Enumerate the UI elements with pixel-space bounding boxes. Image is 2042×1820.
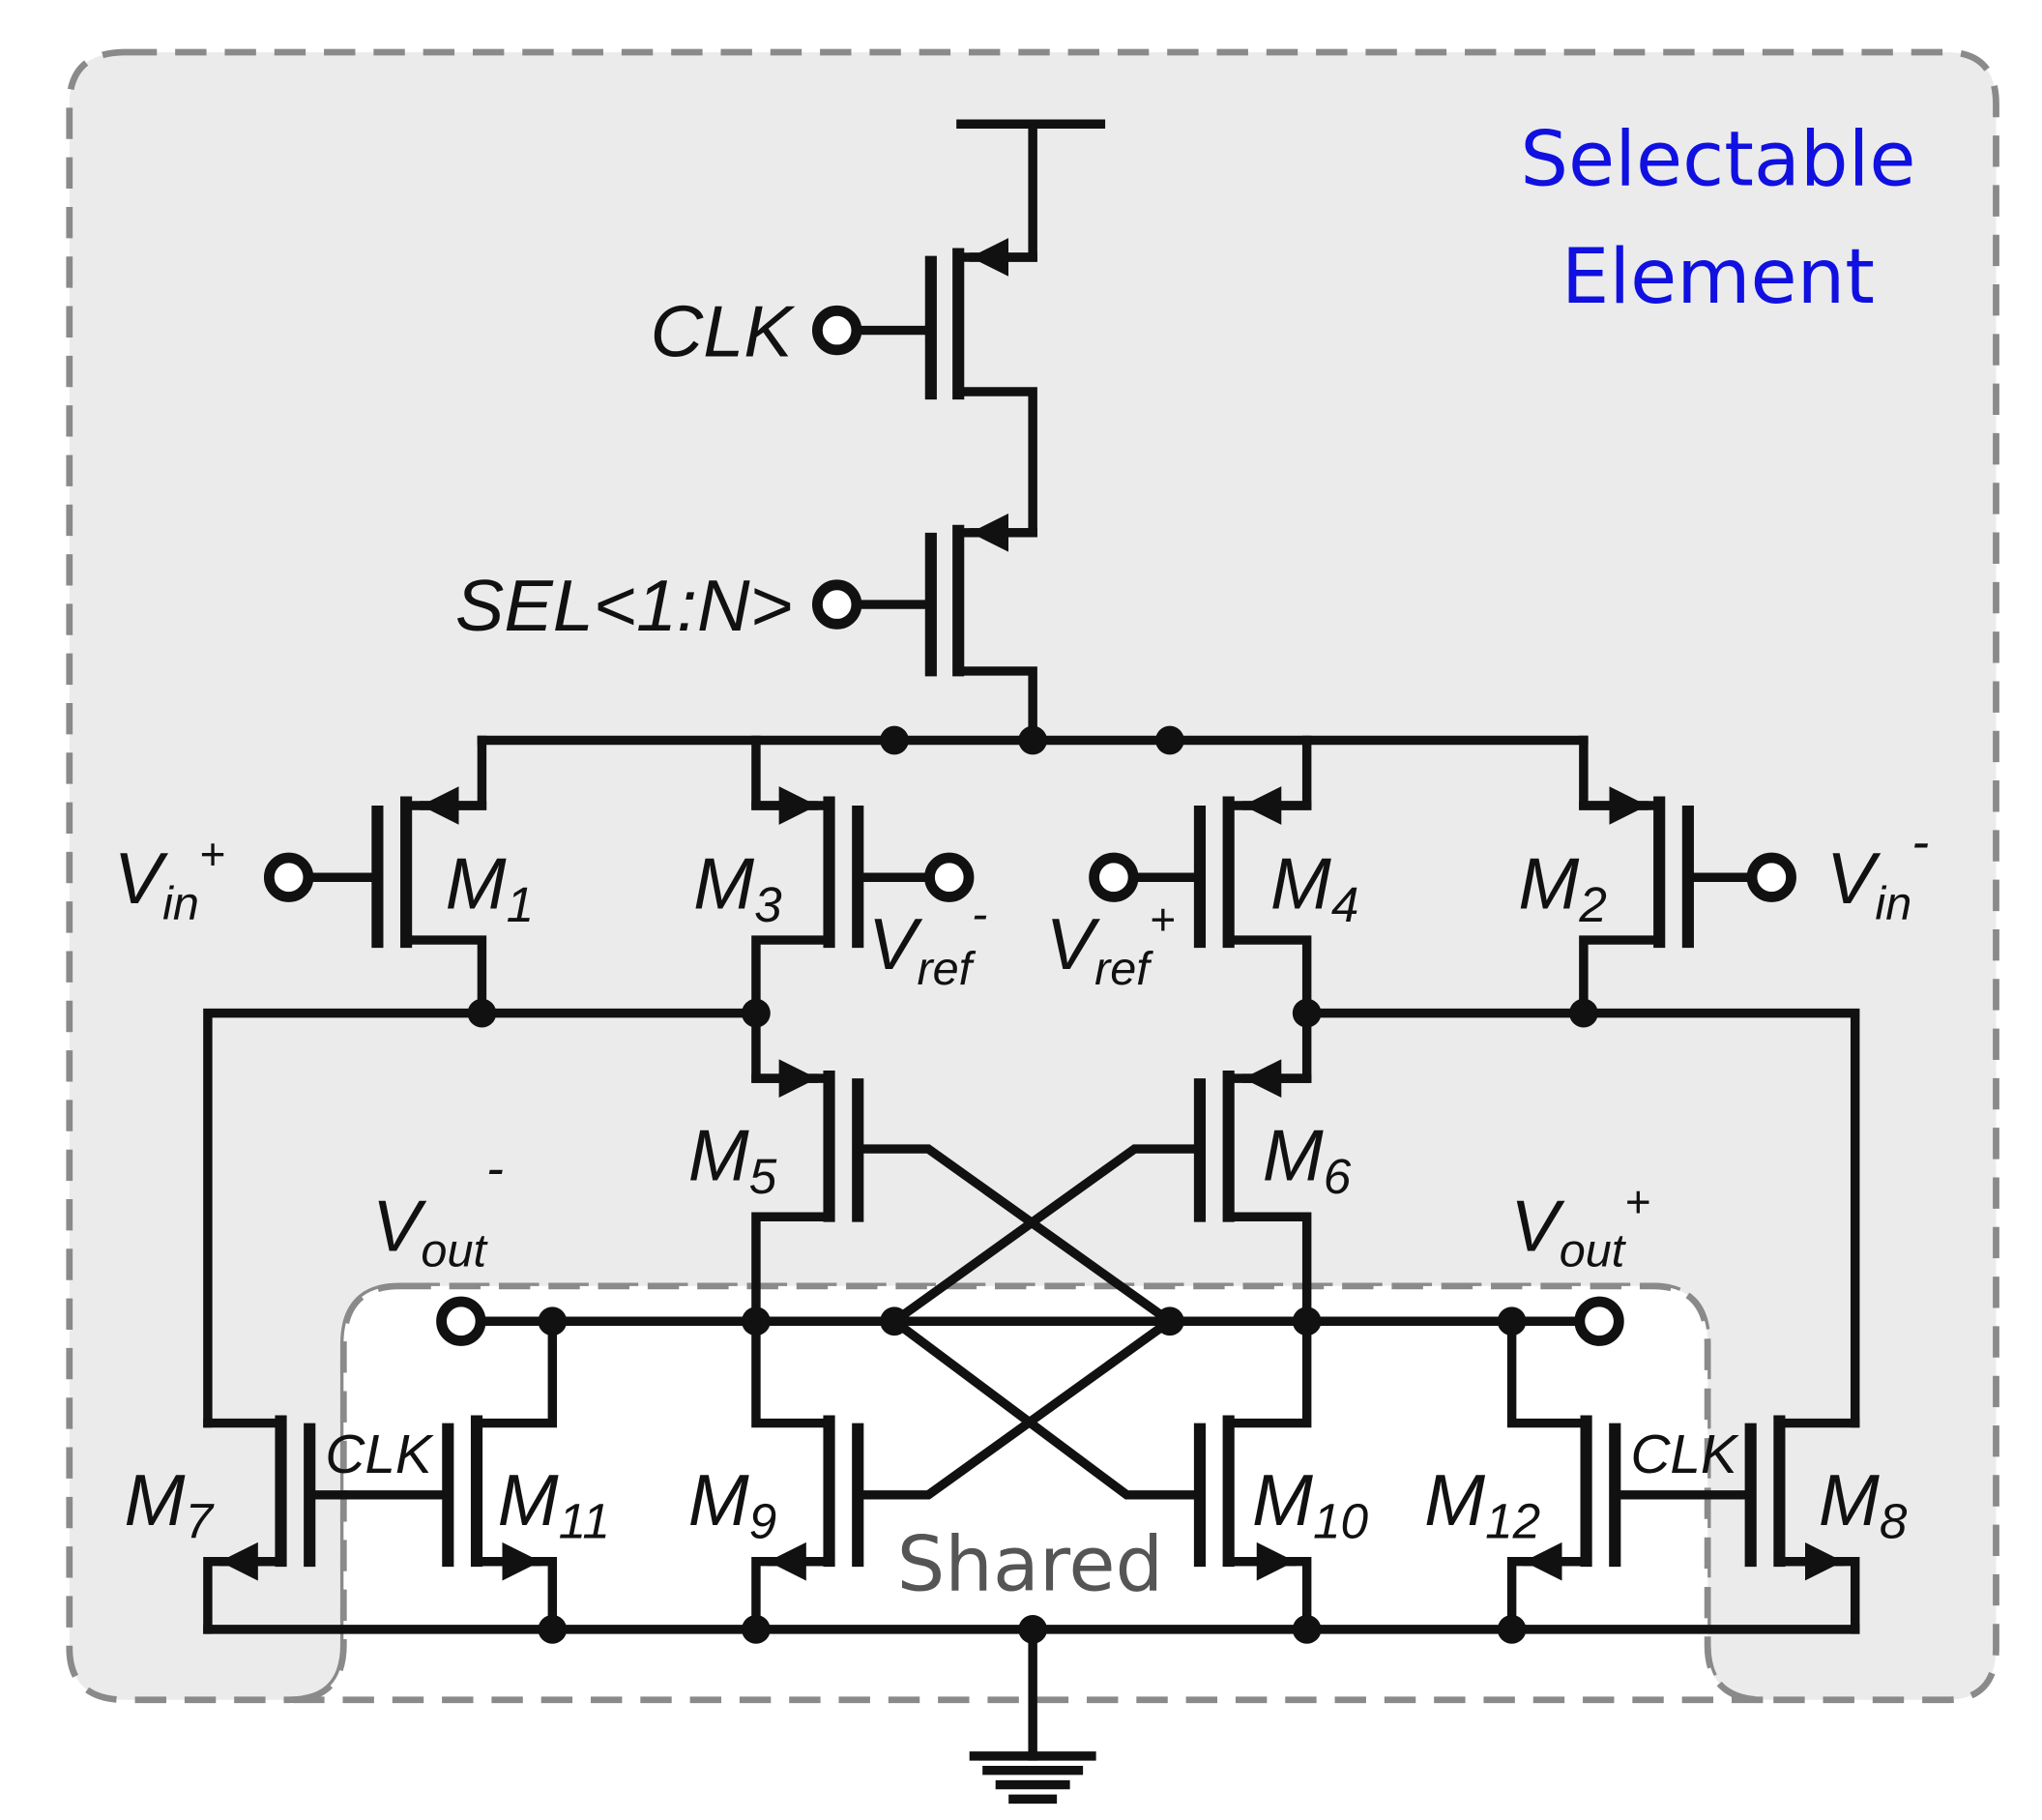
m7-label: M7 [125, 1460, 216, 1549]
m3-label: M3 [693, 844, 782, 933]
transistor-m5 [751, 1008, 1177, 1328]
transistor-m11 [442, 1316, 558, 1634]
transistor-m6 [888, 1008, 1312, 1328]
source-rail [477, 725, 1589, 755]
m1-label: M1 [446, 844, 535, 933]
m10-label: M10 [1252, 1460, 1369, 1549]
ground-rail [203, 1615, 1860, 1761]
m4-label: M4 [1270, 844, 1359, 933]
clk-label-left: CLK [325, 1424, 433, 1485]
transistor-m7 [203, 1415, 453, 1634]
sel-label: SEL<1:N> [455, 566, 793, 647]
m11-label: M11 [498, 1460, 610, 1549]
transistor-m2 [1579, 735, 1796, 1018]
vin-pos-label: Vin+ [114, 829, 225, 929]
selectable-element-label-line1: Selectable [1520, 116, 1915, 204]
m9-label: M9 [688, 1460, 777, 1549]
shared-region [288, 1282, 1765, 1704]
m5-label: M5 [688, 1115, 777, 1204]
transistor-m9 [751, 1314, 1177, 1634]
clk-label: CLK [651, 292, 797, 373]
sel-terminal [811, 579, 862, 630]
vref-pos-label: Vref+ [1046, 895, 1176, 995]
vout-pos-label: Vout+ [1510, 1176, 1650, 1277]
m6-label: M6 [1263, 1115, 1352, 1204]
mid-node-wires [203, 998, 1860, 1428]
vout-neg-label: Vout- [372, 1139, 504, 1277]
tail-sel-pmos [811, 513, 1037, 746]
clk-label-right: CLK [1630, 1424, 1738, 1485]
vin-neg-label: Vin- [1826, 812, 1929, 929]
m2-label: M2 [1518, 844, 1607, 933]
shared-label: Shared [897, 1520, 1164, 1608]
m12-label: M12 [1424, 1460, 1540, 1549]
transistor-m3 [751, 735, 975, 1018]
ground-icon [969, 1751, 1096, 1805]
transistor-m12 [1506, 1316, 1756, 1634]
transistor-m1 [263, 735, 487, 1018]
selectable-region [66, 48, 1999, 1704]
transistor-m10 [888, 1314, 1312, 1634]
m8-label: M8 [1819, 1460, 1908, 1549]
vout-pos-terminal [1574, 1296, 1624, 1346]
selectable-element-label-line2: Element [1561, 233, 1875, 321]
vref-neg-label: Vref- [868, 888, 987, 995]
vout-neg-terminal [436, 1296, 486, 1346]
clk-terminal [811, 305, 862, 356]
transistor-m4 [1089, 735, 1312, 1018]
tail-clk-pmos [811, 119, 1037, 538]
transistor-m8 [1744, 1415, 1860, 1634]
